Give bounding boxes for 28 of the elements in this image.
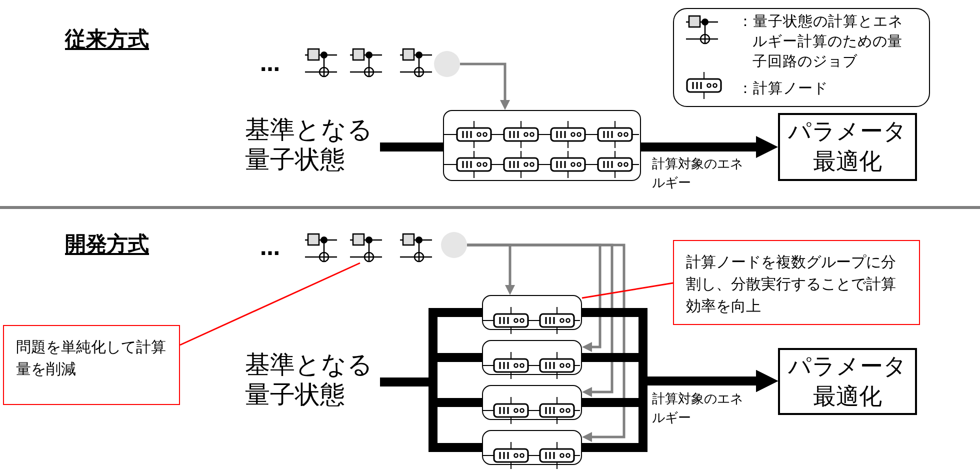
compute-group-box	[443, 110, 641, 181]
leader-line	[180, 262, 360, 346]
job-circle	[441, 232, 467, 258]
arrow	[460, 62, 510, 110]
state-label: 基準となる量子状態	[245, 350, 380, 412]
callout-box: 計算ノードを複数グループに分割し、分散実行することで計算効率を向上	[673, 240, 920, 325]
quantum-circuit-icon	[400, 233, 432, 262]
section-heading: 開発方式	[65, 232, 149, 256]
legend-text: ：量子状態の計算とエネルギー計算のための量子回路のジョブ	[738, 12, 904, 72]
quantum-circuit-icon	[305, 233, 337, 262]
connector-line	[380, 142, 443, 152]
section-heading: 従来方式	[65, 27, 149, 51]
ellipsis-mark: …	[260, 52, 280, 76]
quantum-circuit-icon	[350, 48, 382, 78]
quantum-circuit-icon	[400, 48, 432, 78]
leader-line	[582, 282, 674, 299]
state-label: 基準となる量子状態	[245, 115, 380, 177]
arrow	[582, 370, 778, 452]
ellipsis-mark: …	[260, 236, 280, 260]
arrow	[467, 244, 626, 442]
quantum-circuit-icon	[350, 233, 382, 262]
legend-text: ：計算ノード	[738, 80, 829, 99]
callout-box: 問題を単純化して計算量を削減	[3, 325, 180, 405]
optimization-box: パラメータ最適化	[778, 113, 917, 181]
optimization-box: パラメータ最適化	[778, 348, 917, 415]
arrow	[641, 136, 778, 158]
job-circle	[434, 51, 460, 77]
quantum-circuit-icon	[305, 48, 337, 78]
